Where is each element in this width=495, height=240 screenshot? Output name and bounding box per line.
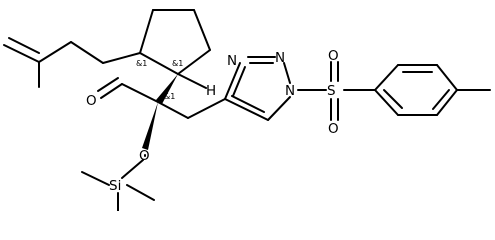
atom-h-label: H xyxy=(206,83,216,99)
atom-o-label: O xyxy=(139,148,150,164)
sulfonyl-group xyxy=(297,61,376,121)
stereo-label: &1 xyxy=(172,59,183,68)
atom-n-label: N xyxy=(227,53,237,69)
tolyl-ring xyxy=(374,64,491,116)
stereo-labels: &1 &1 &1 xyxy=(136,59,183,101)
atom-s-label: S xyxy=(327,83,336,99)
stereo-label: &1 xyxy=(136,59,147,68)
molecule-structure: N N N S O O O O Si H &1 &1 &1 xyxy=(3,9,491,211)
cyclopentane-ring xyxy=(139,9,211,75)
wedge-bond xyxy=(156,74,178,104)
stereo-label: &1 xyxy=(164,92,175,101)
atom-n-label: N xyxy=(275,50,285,66)
atom-o-label: O xyxy=(86,93,97,109)
atom-o-label: O xyxy=(328,121,339,137)
atom-n-label: N xyxy=(285,83,295,99)
atom-o-label: O xyxy=(328,48,339,64)
atom-si-label: Si xyxy=(109,178,121,194)
trimethylsilyl-ether xyxy=(81,154,155,211)
triazole-ring xyxy=(224,56,291,121)
ch-bond xyxy=(177,73,207,89)
butenyl-chain xyxy=(3,37,141,88)
atom-labels: N N N S O O O O Si H xyxy=(86,48,339,194)
quaternary-center xyxy=(97,77,226,150)
